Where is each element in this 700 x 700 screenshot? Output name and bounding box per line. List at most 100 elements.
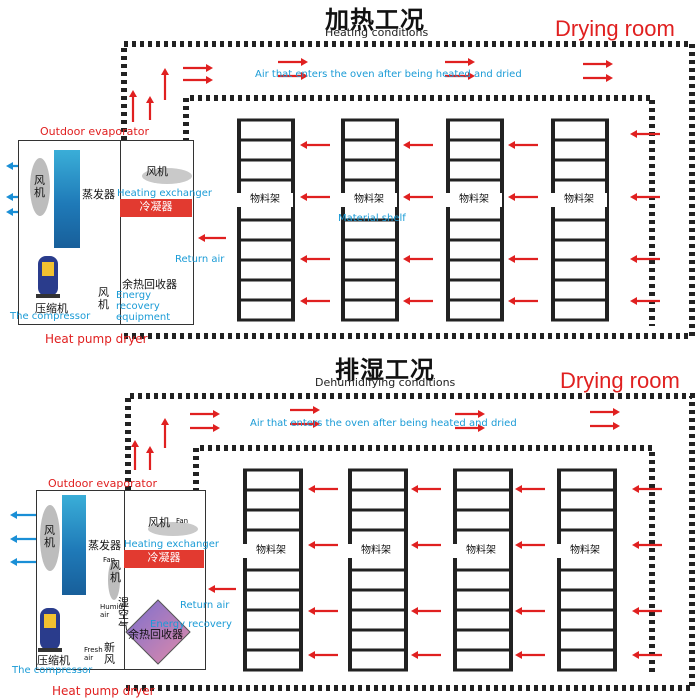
top-shelf-3	[446, 118, 504, 322]
top-return-arrow-6	[403, 255, 433, 263]
top-heat-exchanger-en: Heating exchanger	[117, 188, 212, 199]
bottom-title-en: Dehumidifying conditions	[315, 376, 456, 389]
bottom-shelf-3-label: 物料架	[453, 544, 509, 558]
top-outdoor-fan-zh: 风机	[34, 174, 45, 199]
bottom-return-air: Return air	[180, 600, 230, 611]
top-air-text: Air that enters the oven after being hea…	[255, 69, 522, 80]
bottom-shelf-2	[348, 468, 408, 672]
bottom-side-fan-icon	[108, 560, 120, 600]
top-shelf-2-label: 物料架	[341, 193, 397, 207]
bottom-supply-arrow-3	[290, 420, 320, 428]
bottom-shelf-4	[557, 468, 617, 672]
top-evaporator-label: 蒸发器	[82, 188, 115, 201]
bottom-supply-arrow-7	[590, 422, 620, 430]
bottom-evaporator	[62, 495, 86, 595]
bottom-fresh-en: Fresh air	[84, 646, 103, 662]
top-room-label: Drying room	[555, 16, 675, 41]
bottom-up-arrow-2	[131, 440, 139, 470]
top-title-en: Heating conditions	[325, 26, 429, 39]
top-shelf-4	[551, 118, 609, 322]
bottom-heat-pump-label: Heat pump dryer	[52, 684, 155, 698]
top-return-arrow-15	[630, 297, 660, 305]
bottom-shelf-3	[453, 468, 513, 672]
top-return-arrow-11	[508, 297, 538, 305]
bottom-return-arrow-5	[411, 541, 441, 549]
bottom-exhaust-arrow-1	[10, 535, 38, 543]
bottom-supply-arrow-2	[290, 406, 320, 414]
bottom-side-fan-zh: 风机	[110, 559, 121, 584]
top-indoor-fan-icon	[142, 168, 192, 184]
top-return-arrow-1	[300, 193, 330, 201]
top-shelf-1-label: 物料架	[237, 193, 293, 207]
bottom-return-arrow-2	[308, 607, 338, 615]
top-return-arrow-8	[508, 141, 538, 149]
top-supply-arrow-7	[583, 74, 613, 82]
bottom-outdoor-fan-zh: 风机	[44, 524, 55, 549]
bottom-supply-arrow-5	[455, 424, 485, 432]
top-return-arrow-10	[508, 255, 538, 263]
top-outdoor-fan-icon	[30, 158, 50, 216]
top-up-arrow-1	[161, 68, 169, 100]
bottom-outdoor-evap-label: Outdoor evaporator	[48, 477, 157, 490]
bottom-return-arrow-9	[515, 541, 545, 549]
bottom-supply-arrow-1	[190, 424, 220, 432]
bottom-duct-outer	[124, 393, 695, 691]
bottom-side-fan-en: Fan	[103, 556, 116, 564]
top-supply-arrow-2	[278, 58, 308, 66]
bottom-return-arrow-1	[308, 541, 338, 549]
bottom-up-arrow-1	[161, 418, 169, 448]
top-shelf-4-label: 物料架	[551, 193, 607, 207]
top-return-arrow-13	[630, 193, 660, 201]
top-return-arrow-16	[198, 234, 226, 242]
bottom-fresh-zh: 新风	[104, 641, 115, 666]
top-heat-pump-label: Heat pump dryer	[45, 332, 148, 346]
bottom-supply-arrow-4	[455, 410, 485, 418]
bottom-return-arrow-4	[411, 485, 441, 493]
bottom-compressor-en: The compressor	[12, 665, 93, 676]
top-return-arrow-12	[630, 130, 660, 138]
top-side-fan-zh: 风机	[98, 286, 109, 311]
bottom-compressor-zh: 压缩机	[37, 654, 70, 667]
top-duct-outer	[121, 41, 695, 339]
top-return-air: Return air	[175, 254, 225, 265]
bottom-supply-arrow-0	[190, 410, 220, 418]
bottom-humid-en: Humid air	[100, 603, 123, 619]
top-recovery-en: Energy recovery equipment	[116, 290, 171, 323]
top-return-arrow-9	[508, 193, 538, 201]
bottom-indoor-fan-zh: 风机	[148, 516, 170, 529]
bottom-air-text: Air that enters the oven after being hea…	[250, 418, 517, 429]
top-recovery-zh: 余热回收器	[122, 278, 177, 291]
bottom-return-arrow-12	[632, 485, 662, 493]
bottom-indoor-fan-en: Fan	[176, 517, 189, 525]
top-supply-arrow-5	[445, 72, 475, 80]
top-evaporator	[54, 150, 80, 248]
bottom-return-arrow-16	[208, 585, 236, 593]
bottom-humid-zh: 湿空气	[118, 596, 129, 633]
top-compressor-en: The compressor	[10, 311, 91, 322]
top-material-shelf-en: Material shelf	[338, 213, 406, 224]
top-return-arrow-3	[300, 297, 330, 305]
bottom-title-zh: 排湿工况	[335, 356, 435, 384]
top-supply-arrow-4	[445, 58, 475, 66]
bottom-heat-exchanger-en: Heating exchanger	[124, 539, 219, 550]
top-supply-arrow-0	[183, 64, 213, 72]
bottom-return-arrow-3	[308, 651, 338, 659]
bottom-return-arrow-8	[515, 485, 545, 493]
top-return-arrow-0	[300, 141, 330, 149]
top-shelf-2	[341, 118, 399, 322]
top-return-arrow-14	[630, 255, 660, 263]
top-return-arrow-2	[300, 255, 330, 263]
bottom-return-arrow-6	[411, 607, 441, 615]
bottom-shelf-2-label: 物料架	[348, 544, 404, 558]
bottom-shelf-1	[243, 468, 303, 672]
top-condenser: 冷凝器	[120, 199, 192, 217]
bottom-recovery-en: Energy recovery	[150, 619, 232, 630]
bottom-up-arrow-0	[146, 446, 154, 470]
top-title-zh: 加热工况	[325, 6, 425, 34]
top-supply-arrow-6	[583, 60, 613, 68]
top-return-arrow-4	[403, 141, 433, 149]
bottom-exhaust-arrow-2	[10, 558, 38, 566]
bottom-return-arrow-0	[308, 485, 338, 493]
top-duct-inner	[183, 95, 655, 326]
bottom-duct-inner	[193, 445, 655, 676]
